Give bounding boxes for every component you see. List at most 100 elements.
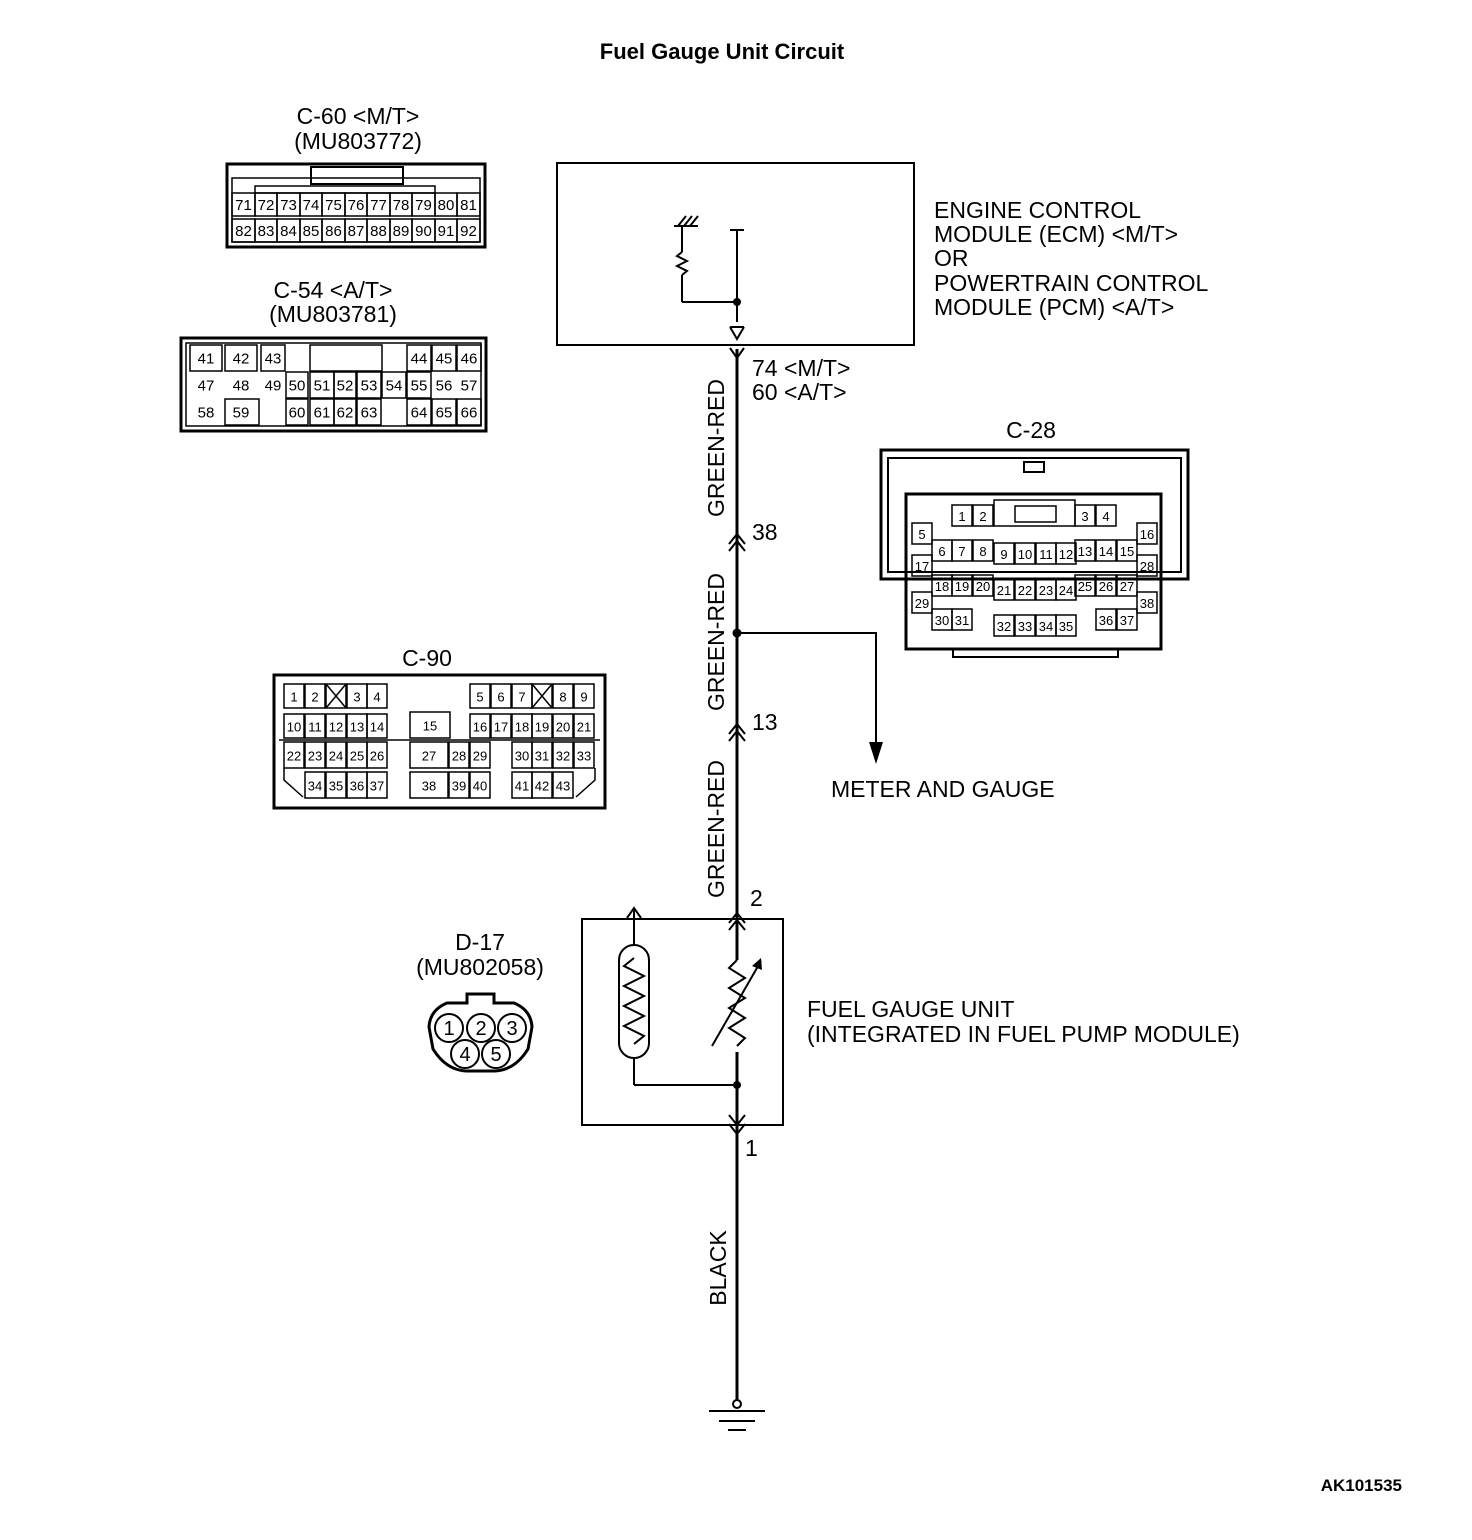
c90-pin-36: 36 <box>350 779 364 794</box>
c90-pin-38: 38 <box>422 779 436 794</box>
ecm-label-line2: MODULE (ECM) <M/T> <box>934 221 1178 247</box>
c60-pin-84: 84 <box>280 223 297 240</box>
c28-pin-34: 34 <box>1039 619 1053 634</box>
c90-pin-3: 3 <box>353 690 360 705</box>
c54-pin-45: 45 <box>436 351 453 368</box>
d17-bottom-pin-label: 1 <box>745 1135 758 1161</box>
ecm-internal-circuit <box>674 215 745 341</box>
c28-pin-33: 33 <box>1018 619 1032 634</box>
c28-pin-9: 9 <box>1000 547 1007 562</box>
fuel-gauge-unit: FUEL GAUGE UNIT (INTEGRATED IN FUEL PUMP… <box>581 906 1240 1136</box>
c90-pin-19: 19 <box>535 720 549 735</box>
c90-pin-39: 39 <box>452 779 466 794</box>
c60-pin-80: 80 <box>438 197 455 214</box>
wire-color-1: GREEN-RED <box>703 379 729 517</box>
c60-part-number: (MU803772) <box>294 128 422 154</box>
c54-pin-51: 51 <box>314 378 331 395</box>
c28-pin-4: 4 <box>1102 509 1109 524</box>
c54-name: C-54 <A/T> <box>274 277 393 303</box>
c54-pin-54: 54 <box>386 378 403 395</box>
meter-branch-wire <box>737 632 877 742</box>
c60-pin-91: 91 <box>438 223 455 240</box>
c28-pin-label: 38 <box>752 519 778 545</box>
unit-bottom-terminal-icon <box>728 1114 746 1127</box>
c90-pin-43: 43 <box>556 779 570 794</box>
c60-pin-89: 89 <box>393 223 410 240</box>
c54-pin-63: 63 <box>361 405 378 422</box>
c60-pin-75: 75 <box>325 197 342 214</box>
c90-junction-icon <box>728 722 746 735</box>
d17-pin-5: 5 <box>490 1044 501 1066</box>
c60-pin-90: 90 <box>415 223 432 240</box>
wire-color-3: GREEN-RED <box>703 760 729 898</box>
c60-pin-73: 73 <box>280 197 297 214</box>
meter-gauge-label: METER AND GAUGE <box>831 776 1055 802</box>
c28-pin-10: 10 <box>1018 547 1032 562</box>
c60-pin-79: 79 <box>415 197 432 214</box>
c54-housing <box>179 336 488 433</box>
c28-pin-35: 35 <box>1059 619 1073 634</box>
c90-pin-42: 42 <box>535 779 549 794</box>
c90-pin-29: 29 <box>473 749 487 764</box>
c28-pin-31: 31 <box>955 613 969 628</box>
c28-pin-7: 7 <box>958 544 965 559</box>
c60-pin-78: 78 <box>393 197 410 214</box>
c90-pin-41: 41 <box>515 779 529 794</box>
c90-name: C-90 <box>402 645 452 671</box>
c90-pin-11: 11 <box>308 720 322 735</box>
c90-pin-35: 35 <box>329 779 343 794</box>
c28-pin-25: 25 <box>1078 579 1092 594</box>
variable-resistor-icon <box>711 958 762 1052</box>
ecm-box <box>556 162 915 346</box>
c90-pin-8: 8 <box>559 690 566 705</box>
c60-pin-92: 92 <box>460 223 477 240</box>
c90-pin-23: 23 <box>308 749 322 764</box>
c90-pin-37: 37 <box>370 779 384 794</box>
c54-pin-57: 57 <box>461 378 478 395</box>
c90-pin-34: 34 <box>308 779 322 794</box>
c28-pin-20: 20 <box>976 579 990 594</box>
ground-icon <box>709 1410 765 1431</box>
c90-pin-14: 14 <box>370 720 384 735</box>
d17-housing <box>427 992 534 1073</box>
d17-name: D-17 <box>455 929 505 955</box>
c60-pin-77: 77 <box>370 197 387 214</box>
c90-pin-22: 22 <box>287 749 301 764</box>
c54-pin-60: 60 <box>289 405 306 422</box>
c90-pin-2: 2 <box>311 690 318 705</box>
c60-pin-76: 76 <box>348 197 365 214</box>
c28-pin-28: 28 <box>1140 559 1154 574</box>
c28-pin-17: 17 <box>915 559 929 574</box>
c28-junction-icon <box>728 532 746 545</box>
c60-pin-88: 88 <box>370 223 387 240</box>
ground-wire-color: BLACK <box>705 1230 731 1306</box>
c54-pin-50: 50 <box>289 378 306 395</box>
c90-pin-18: 18 <box>515 720 529 735</box>
figure-reference: AK101535 <box>1321 1476 1402 1495</box>
c28-pin-14: 14 <box>1099 544 1113 559</box>
c90-pin-1: 1 <box>290 690 297 705</box>
c54-pin-66: 66 <box>461 405 478 422</box>
c28-pin-37: 37 <box>1120 613 1134 628</box>
ecm-module: ENGINE CONTROL MODULE (ECM) <M/T> OR POW… <box>556 162 1209 346</box>
c90-pin-24: 24 <box>329 749 343 764</box>
c28-pin-1: 1 <box>958 509 965 524</box>
c90-pin-40: 40 <box>473 779 487 794</box>
c28-pin-8: 8 <box>979 544 986 559</box>
c28-pin-32: 32 <box>997 619 1011 634</box>
c28-pin-13: 13 <box>1078 544 1092 559</box>
c60-pin-87: 87 <box>348 223 365 240</box>
c54-pin-46: 46 <box>461 351 478 368</box>
c60-pin-83: 83 <box>258 223 275 240</box>
c28-pin-22: 22 <box>1018 583 1032 598</box>
c60-pin-82: 82 <box>235 223 252 240</box>
c90-pin-16: 16 <box>473 720 487 735</box>
c28-pin-12: 12 <box>1059 547 1073 562</box>
c90-pin-4: 4 <box>373 690 380 705</box>
